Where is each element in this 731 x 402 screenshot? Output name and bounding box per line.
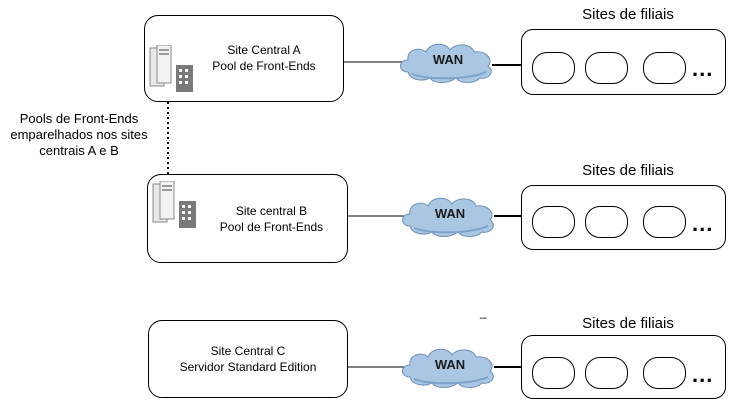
more-sites-ellipsis: ...	[692, 56, 714, 81]
cloud-icon	[400, 43, 492, 83]
branch-site	[532, 52, 575, 84]
wan-label-b: WAN	[434, 206, 466, 221]
wan-cloud-b: WAN	[400, 192, 500, 238]
stray-dash-mark: _	[480, 305, 487, 319]
wan-label-a: WAN	[432, 52, 464, 67]
cloud-icon	[402, 197, 494, 237]
more-sites-ellipsis: ...	[692, 211, 714, 236]
central-site-c-box: Site Central C Servidor Standard Edition	[148, 320, 348, 398]
branch-title-b: Sites de filiais	[582, 162, 674, 179]
server-pool-icon	[149, 44, 193, 93]
branch-site	[643, 357, 686, 389]
branch-title-c: Sites de filiais	[582, 315, 674, 332]
central-site-b-label: Site central B Pool de Front-Ends	[196, 203, 347, 235]
branch-site	[585, 357, 628, 389]
central-site-b-role: Pool de Front-Ends	[219, 220, 324, 234]
central-site-c-role: Servidor Standard Edition	[179, 360, 317, 374]
wan-cloud-c: WAN	[400, 343, 500, 389]
central-site-c-name: Site Central C	[210, 344, 286, 358]
branch-site	[585, 52, 628, 84]
central-site-a-name: Site Central A	[227, 43, 301, 57]
central-site-a-box: Site Central A Pool de Front-Ends	[144, 15, 344, 102]
branch-sites-a-box: ...	[521, 29, 726, 95]
branch-title-a: Sites de filiais	[582, 6, 674, 23]
central-site-a-label: Site Central A Pool de Front-Ends	[185, 42, 343, 74]
pair-note: Pools de Front-Ends emparelhados nos sit…	[0, 111, 158, 159]
wan-cloud-a: WAN	[398, 38, 498, 84]
central-site-a-role: Pool de Front-Ends	[212, 59, 316, 73]
branch-site	[532, 357, 575, 389]
branch-site	[643, 206, 686, 238]
branch-sites-c-box: ...	[521, 335, 726, 399]
branch-site	[532, 206, 575, 238]
server-pool-icon	[152, 180, 196, 229]
branch-sites-b-box: ...	[521, 185, 726, 250]
pair-note-line3: centrais A e B	[39, 143, 119, 158]
central-site-b-box: Site central B Pool de Front-Ends	[147, 174, 348, 263]
more-sites-ellipsis: ...	[692, 362, 714, 387]
central-site-c-label: Site Central C Servidor Standard Edition	[149, 343, 347, 375]
wan-label-c: WAN	[434, 357, 466, 372]
central-site-b-name: Site central B	[235, 204, 308, 218]
branch-site	[585, 206, 628, 238]
pair-note-line2: emparelhados nos sites	[10, 127, 148, 142]
branch-site	[643, 52, 686, 84]
cloud-icon	[402, 348, 494, 388]
pair-note-line1: Pools de Front-Ends	[19, 111, 139, 126]
